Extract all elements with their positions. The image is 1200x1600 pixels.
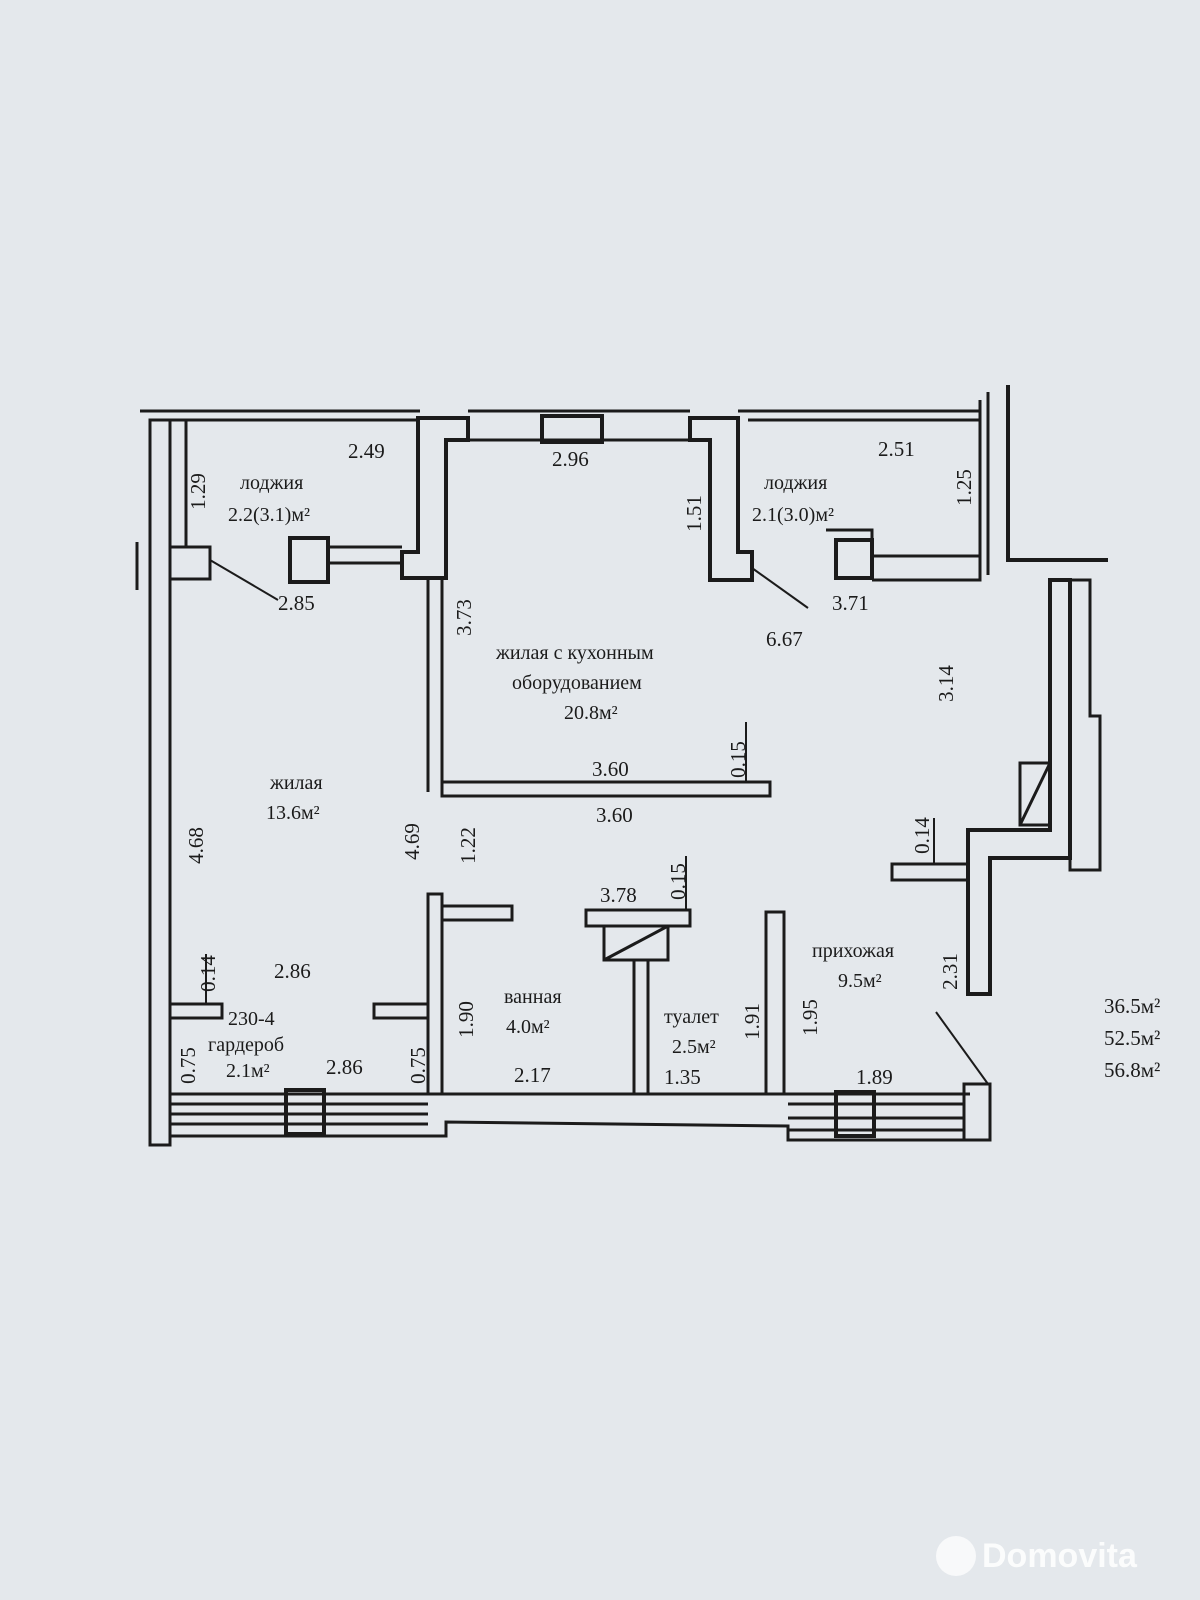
dim-1-25: 1.25 <box>951 469 976 506</box>
loggia-right-name: лоджия <box>764 472 828 494</box>
living-area: 13.6м² <box>266 802 320 824</box>
dim-1-95: 1.95 <box>797 999 822 1036</box>
dim-1-51: 1.51 <box>681 495 706 532</box>
dim-3-60-b: 3.60 <box>596 803 633 827</box>
dim-1-35: 1.35 <box>664 1065 701 1089</box>
wall-bottom-outer <box>170 1120 970 1142</box>
dim-0-14-a: 0.14 <box>195 955 220 992</box>
bath-duct-diagonal <box>603 924 669 962</box>
shaft-diagonal <box>1018 762 1052 826</box>
dim-3-71: 3.71 <box>832 591 869 615</box>
wall-right-shaft <box>1062 578 1102 872</box>
watermark-text: Domovita <box>982 1536 1137 1575</box>
dim-1-29: 1.29 <box>185 473 210 510</box>
kitchen-window-mullion <box>540 414 604 444</box>
dim-0-15-a: 0.15 <box>725 741 750 778</box>
dim-1-90: 1.90 <box>453 1001 478 1038</box>
wall-right-hall <box>966 578 1072 996</box>
loggia-right-area: 2.1(3.0)м² <box>752 504 834 526</box>
dim-6-67: 6.67 <box>766 627 803 651</box>
wall-bath-left <box>426 892 444 1096</box>
wardrobe-name: гардероб <box>208 1034 285 1056</box>
dim-1-22: 1.22 <box>455 827 480 864</box>
toilet-area: 2.5м² <box>672 1036 716 1058</box>
kitchen-living-name-1: жилая с кухонным <box>496 642 654 664</box>
dim-2-85: 2.85 <box>278 591 315 615</box>
watermark: Domovita <box>936 1536 1137 1576</box>
dim-3-73: 3.73 <box>451 599 476 636</box>
hall-name: прихожая <box>812 940 895 962</box>
column-right <box>834 538 874 580</box>
wall-right-outer <box>1006 385 1108 562</box>
wall-left-outer <box>148 418 172 1147</box>
dim-1-91: 1.91 <box>739 1003 764 1040</box>
total-2: 52.5м² <box>1104 1026 1161 1050</box>
wall-bath-toilet <box>632 958 650 1096</box>
dim-2-96: 2.96 <box>552 447 589 471</box>
dim-0-75-a: 0.75 <box>175 1047 200 1084</box>
wall-hall-stub <box>890 862 970 882</box>
total-3: 56.8м² <box>1104 1058 1161 1082</box>
dim-0-15-b: 0.15 <box>665 863 690 900</box>
hall-area: 9.5м² <box>838 970 882 992</box>
dim-3-60-a: 3.60 <box>592 757 629 781</box>
dim-2-17: 2.17 <box>514 1063 551 1087</box>
bathroom-name: ванная <box>504 986 562 1008</box>
column-left <box>288 536 330 584</box>
wall-toilet-right <box>764 910 786 1096</box>
watermark-logo-icon <box>936 1536 976 1576</box>
dim-4-69: 4.69 <box>399 823 424 860</box>
wall-wardrobe-stub <box>372 1002 430 1020</box>
dim-4-68: 4.68 <box>183 827 208 864</box>
wall-bottom-right-end <box>962 1082 992 1142</box>
loggia-right-bottom <box>826 528 982 582</box>
dim-2-49: 2.49 <box>348 439 385 463</box>
wall-kitchen-right <box>688 416 754 582</box>
dim-0-14-b: 0.14 <box>909 817 934 854</box>
wall-kitchen-bottom <box>440 780 772 798</box>
column-bottom-left <box>284 1088 326 1136</box>
leader-6-67 <box>751 567 809 609</box>
bathroom-area: 4.0м² <box>506 1016 550 1038</box>
wardrobe-area: 2.1м² <box>226 1060 270 1082</box>
loggia-left-name: лоджия <box>240 472 304 494</box>
leader-2-85 <box>209 559 279 601</box>
toilet-name: туалет <box>664 1006 719 1028</box>
dim-0-75-b: 0.75 <box>405 1047 430 1084</box>
dim-2-31: 2.31 <box>937 953 962 990</box>
kitchen-living-area: 20.8м² <box>564 702 618 724</box>
loggia-left-area: 2.2(3.1)м² <box>228 504 310 526</box>
dim-2-51: 2.51 <box>878 437 915 461</box>
column-bottom-right <box>834 1090 876 1138</box>
dim-3-78: 3.78 <box>600 883 637 907</box>
kitchen-living-name-2: оборудованием <box>512 672 642 694</box>
dim-1-89: 1.89 <box>856 1065 893 1089</box>
dim-2-86-b: 2.86 <box>326 1055 363 1079</box>
total-1: 36.5м² <box>1104 994 1161 1018</box>
leader-1-89 <box>935 1011 989 1085</box>
bath-duct-top <box>584 908 692 928</box>
plan-code: 230-4 <box>228 1008 275 1030</box>
living-name: жилая <box>270 772 323 794</box>
dim-3-14: 3.14 <box>933 665 958 702</box>
wall-wardrobe-stub-left <box>168 1002 224 1020</box>
wall-bath-stub-top <box>440 904 514 922</box>
wall-left-loggia-bottom <box>168 545 212 581</box>
dim-2-86-a: 2.86 <box>274 959 311 983</box>
wall-kitchen-left <box>400 416 470 580</box>
area-totals: 36.5м² 52.5м² 56.8м² <box>1104 990 1160 1086</box>
